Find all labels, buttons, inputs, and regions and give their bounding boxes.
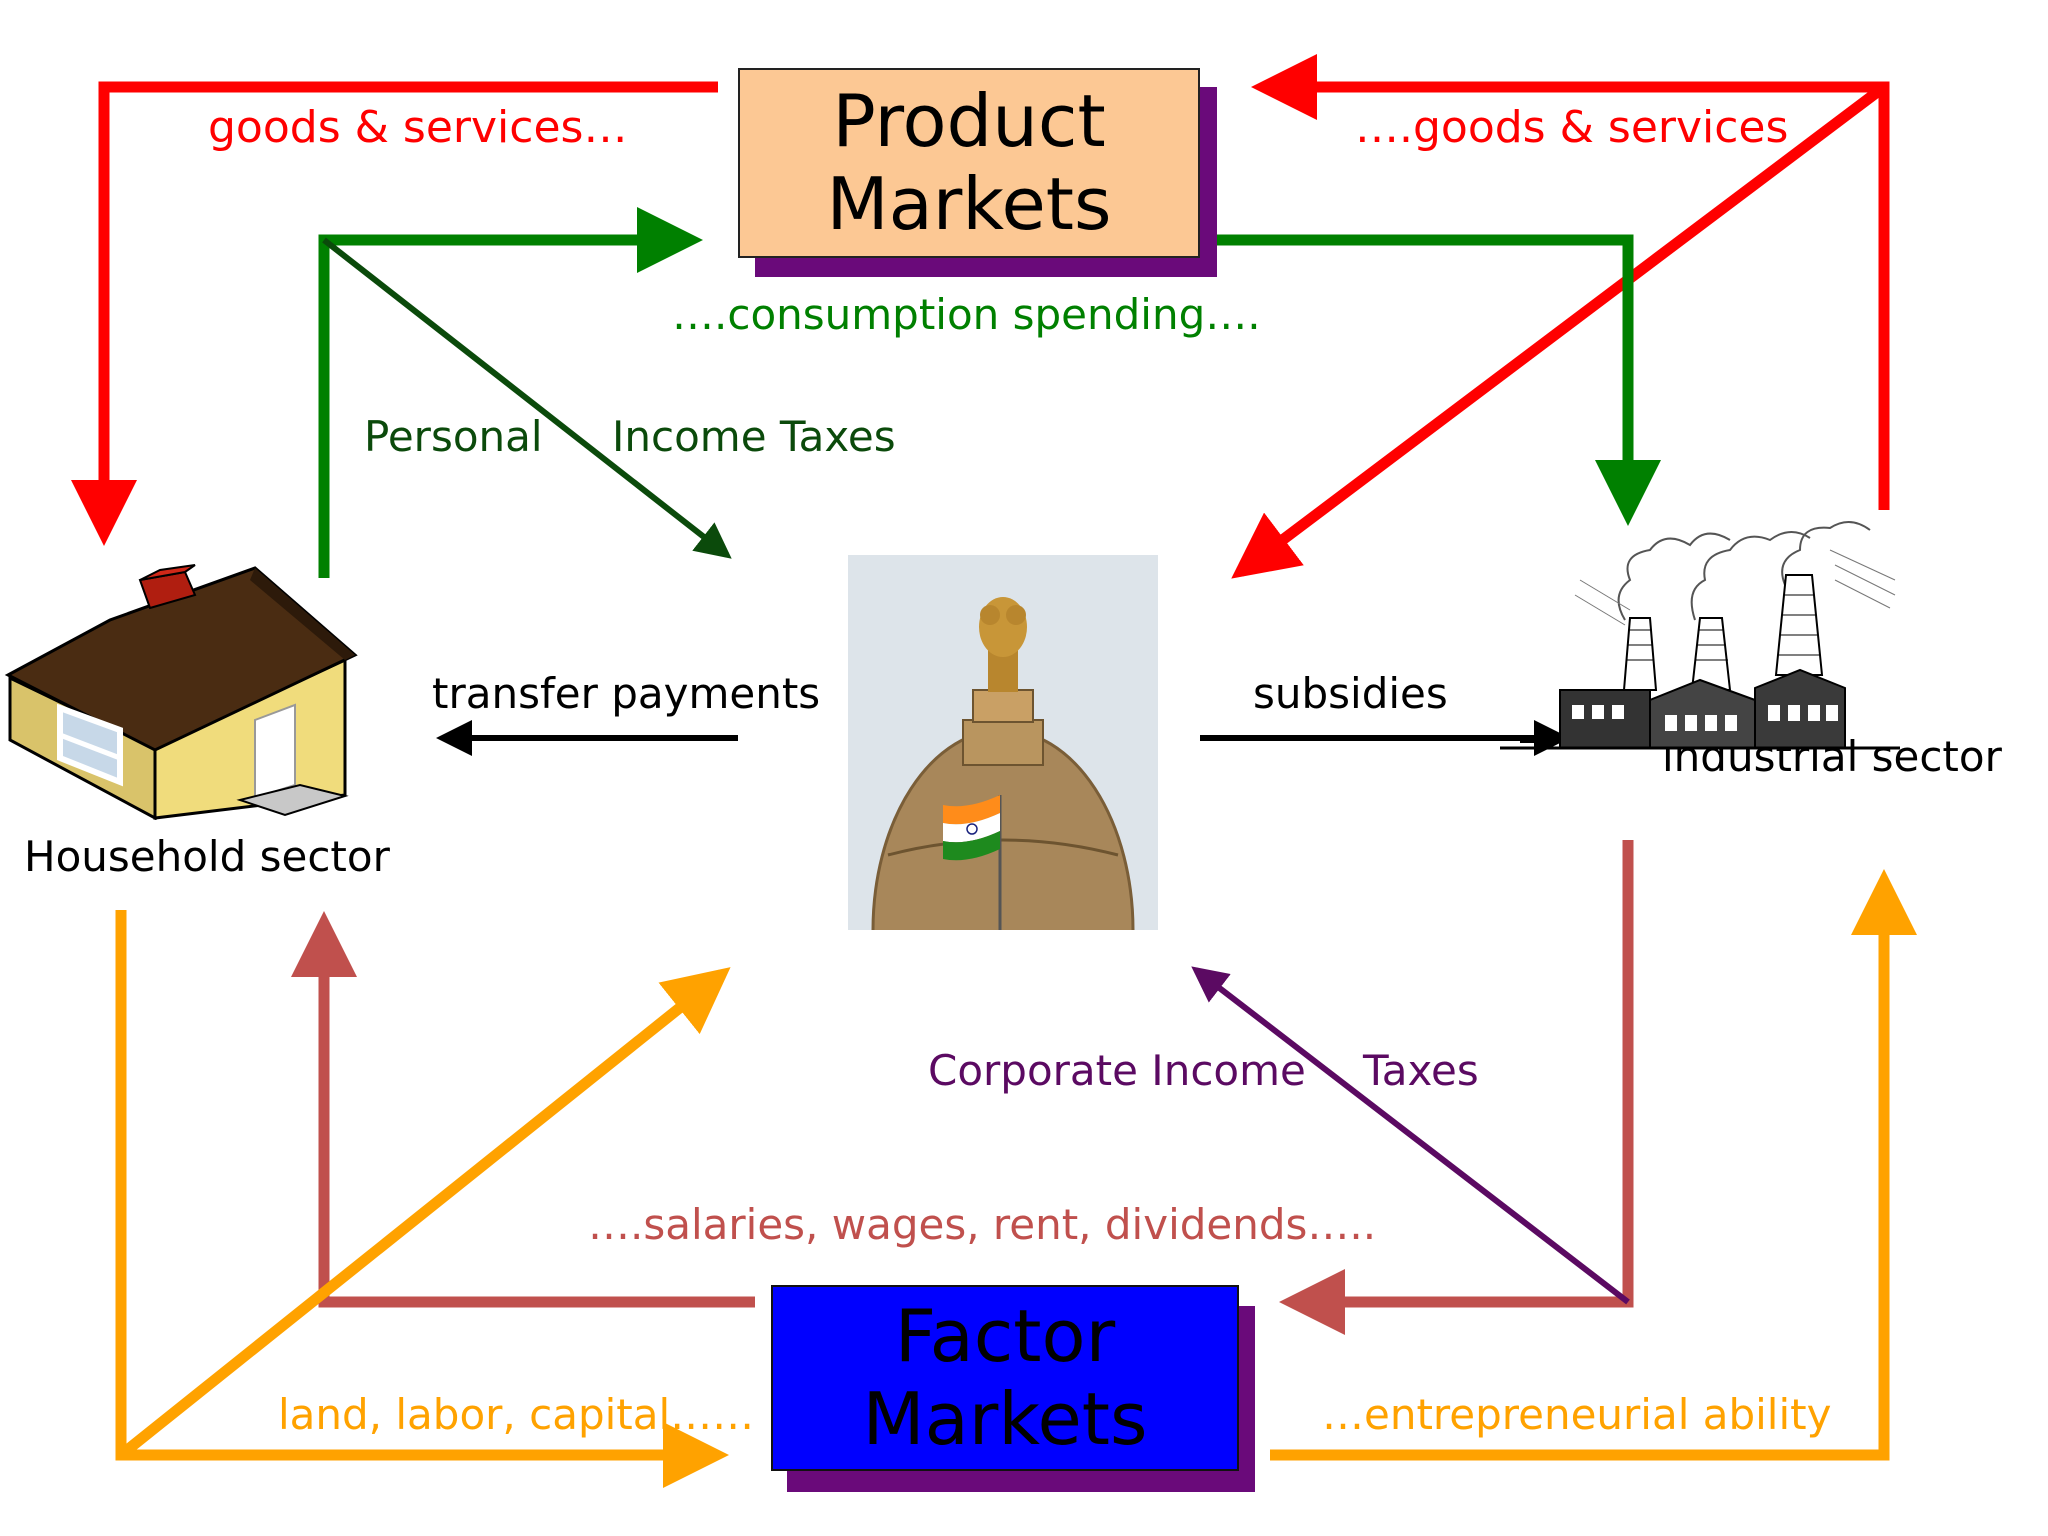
consumption-flow-household xyxy=(318,207,703,578)
household-sector-label: Household sector xyxy=(24,832,390,881)
goods-flow-to-government xyxy=(1231,82,1888,579)
product-markets-line2: Markets xyxy=(826,162,1112,246)
factory-icon xyxy=(1500,521,1900,750)
corporate-tax-flow xyxy=(1191,966,1630,1305)
income-taxes-label: Income Taxes xyxy=(612,412,896,461)
transfer-payments-label: transfer payments xyxy=(432,669,821,718)
factor-flow-government xyxy=(117,967,731,1460)
factor-flow-household xyxy=(115,910,729,1488)
goods-flow-to-household xyxy=(71,81,718,546)
consumption-flow-industry xyxy=(1215,234,1661,526)
subsidies-label: subsidies xyxy=(1253,669,1448,718)
factor-flow-industry xyxy=(1270,869,1917,1461)
personal-label: Personal xyxy=(364,412,543,461)
parliament-dome-image xyxy=(848,555,1158,930)
corporate-income-label: Corporate Income xyxy=(928,1046,1306,1095)
product-markets-box: Product Markets xyxy=(738,68,1200,258)
goods-services-left-label: goods & services… xyxy=(208,102,628,153)
salaries-wages-label: ….salaries, wages, rent, dividends….. xyxy=(588,1200,1377,1249)
income-flow-to-household xyxy=(291,911,755,1308)
house-icon xyxy=(4,564,358,820)
land-labor-capital-label: land, labor, capital…… xyxy=(278,1390,755,1439)
consumption-spending-label: ….consumption spending…. xyxy=(672,290,1261,339)
factor-markets-box: Factor Markets xyxy=(771,1285,1239,1471)
product-markets-line1: Product xyxy=(832,79,1106,164)
corporate-taxes-label: Taxes xyxy=(1363,1046,1479,1095)
factor-markets-line1: Factor xyxy=(894,1294,1116,1379)
factor-markets-line2: Markets xyxy=(862,1377,1148,1461)
entrepreneurial-ability-label: …entrepreneurial ability xyxy=(1322,1390,1832,1439)
goods-services-right-label: ….goods & services xyxy=(1355,102,1789,153)
personal-tax-flow xyxy=(322,237,732,559)
